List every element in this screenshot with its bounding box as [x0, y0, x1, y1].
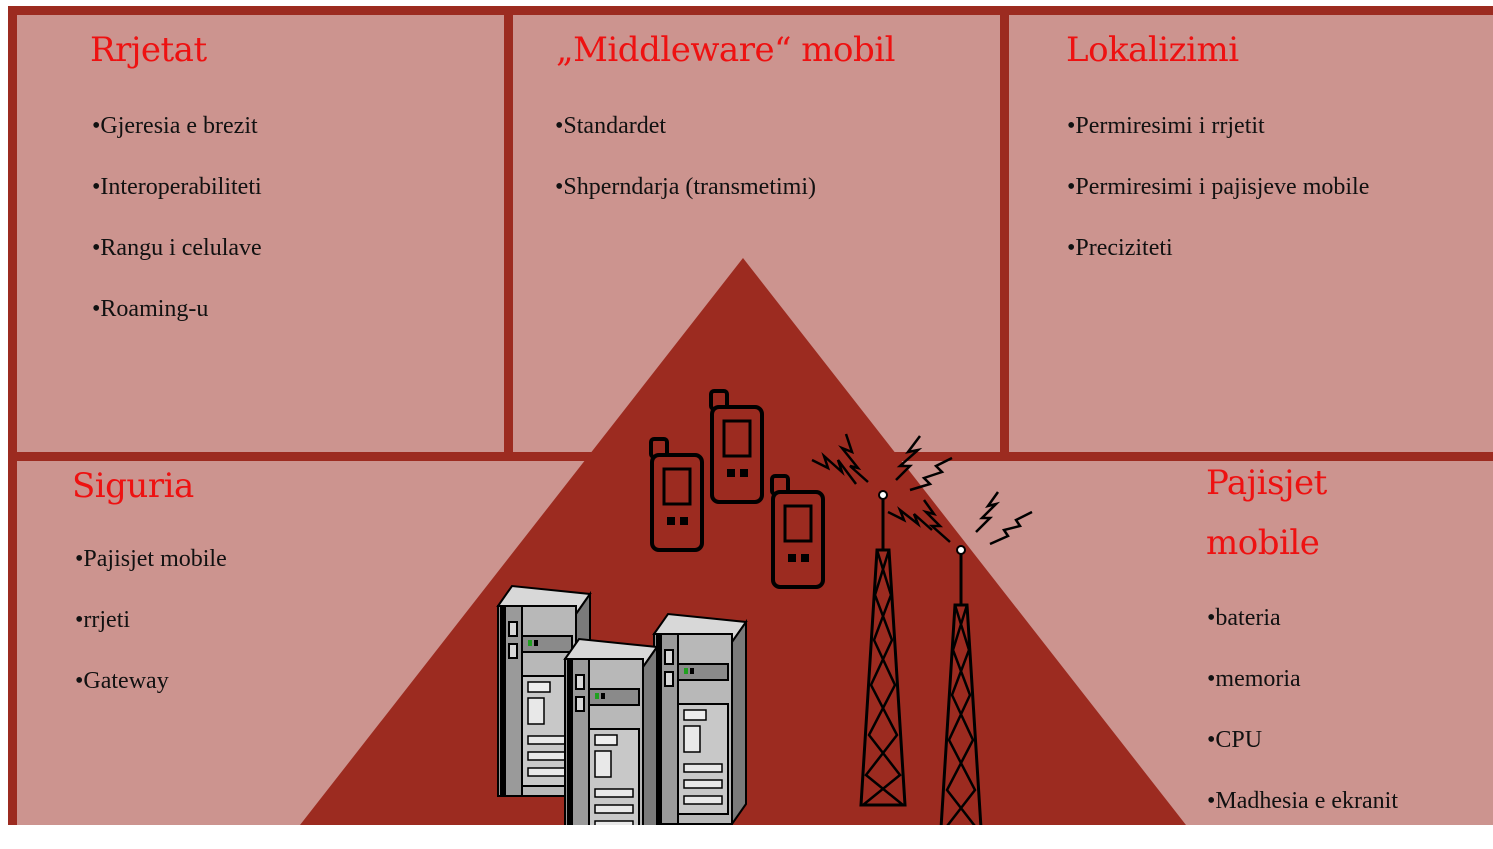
radio-tower-icon-1 — [859, 489, 907, 807]
mobile-illustration — [497, 389, 1033, 825]
panel-devices-title-line2: mobile — [1206, 523, 1320, 563]
list-item: Pajisjet mobile — [75, 546, 226, 607]
mobile-phone-icon-3 — [770, 474, 825, 589]
list-item: Shperndarja (transmetimi) — [555, 174, 816, 235]
panel-location-title: Lokalizimi — [1066, 30, 1239, 70]
panel-devices-title-line1: Pajisjet — [1206, 463, 1327, 503]
list-item: rrjeti — [75, 607, 227, 668]
list-item: Standardet — [555, 113, 816, 174]
slide: Rrjetat Gjeresia e brezit Interoperabili… — [0, 0, 1493, 825]
list-item: Permiresimi i rrjetit — [1067, 113, 1369, 174]
server-rack-icon-2 — [564, 638, 658, 825]
panel-network-list: Gjeresia e brezit Interoperabiliteti Ran… — [92, 113, 262, 357]
list-item: Preciziteti — [1067, 235, 1369, 296]
list-item: Rangu i celulave — [92, 235, 261, 296]
list-item: bateria — [1207, 605, 1398, 666]
signal-bolts-icon — [811, 433, 1033, 546]
list-item: Gjeresia e brezit — [92, 113, 262, 174]
list-item: memoria — [1207, 666, 1398, 727]
panel-security-list: Pajisjet mobile rrjeti Gateway — [75, 546, 227, 729]
list-item: Gateway — [75, 668, 227, 729]
panel-middleware-title: „Middleware“ mobil — [556, 30, 896, 70]
list-item: Interoperabiliteti — [92, 174, 262, 235]
server-rack-icon-3 — [653, 613, 747, 825]
list-item: Madhesia e ekranit — [1207, 788, 1398, 849]
panel-security-title: Siguria — [72, 466, 194, 506]
panel-network-title: Rrjetat — [90, 30, 207, 70]
panel-middleware-list: Standardet Shperndarja (transmetimi) — [555, 113, 816, 235]
mobile-phone-icon-1 — [649, 437, 704, 552]
panel-devices-list: bateria memoria CPU Madhesia e ekranit — [1207, 605, 1398, 849]
list-item: Roaming-u — [92, 296, 262, 357]
list-item: Permiresimi i pajisjeve mobile — [1067, 174, 1369, 235]
mobile-phone-icon-2 — [709, 389, 764, 504]
list-item: CPU — [1207, 727, 1398, 788]
panel-location-list: Permiresimi i rrjetit Permiresimi i paji… — [1067, 113, 1369, 296]
radio-tower-icon-2 — [937, 544, 985, 825]
